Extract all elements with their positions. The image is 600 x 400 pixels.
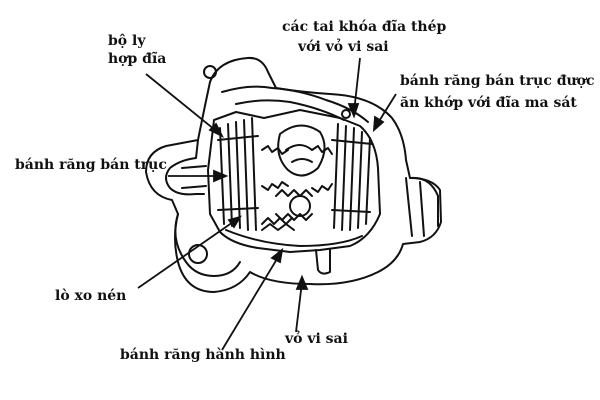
leader-planet [221, 253, 281, 351]
label-side-gear: bánh răng bán trục [15, 157, 167, 173]
arrowhead-disc-clutch [208, 122, 225, 139]
label-disc-clutch-line2: hợp đĩa [108, 51, 167, 67]
leader-case [295, 281, 303, 333]
arrowhead-lock-tabs [347, 103, 360, 119]
label-planet-gear: bánh răng hành hình [120, 347, 286, 363]
differential-drawing [145, 56, 442, 293]
label-lock-tabs-line2: với vỏ vi sai [298, 39, 389, 55]
arrowhead-side-gear-engaged [372, 115, 385, 133]
label-side-gear-engaged-line1: bánh răng bán trục được [400, 73, 595, 89]
label-differential-case: vỏ vi sai [285, 331, 348, 347]
arrowhead-case [295, 274, 309, 290]
arrowhead-spring [227, 215, 242, 229]
label-disc-clutch-line1: bộ ly [108, 33, 146, 49]
arrowhead-planet [270, 247, 284, 264]
arrowhead-side-gear [213, 169, 229, 183]
leader-lines [137, 57, 397, 351]
leader-lock-tabs [353, 57, 361, 113]
leader-disc-clutch [145, 73, 221, 135]
label-lock-tabs-line1: các tai khóa đĩa thép [282, 19, 447, 35]
leader-spring [137, 219, 237, 289]
label-side-gear-engaged-line2: ăn khớp với đĩa ma sát [400, 95, 577, 111]
label-compression-spring: lò xo nén [55, 288, 127, 304]
